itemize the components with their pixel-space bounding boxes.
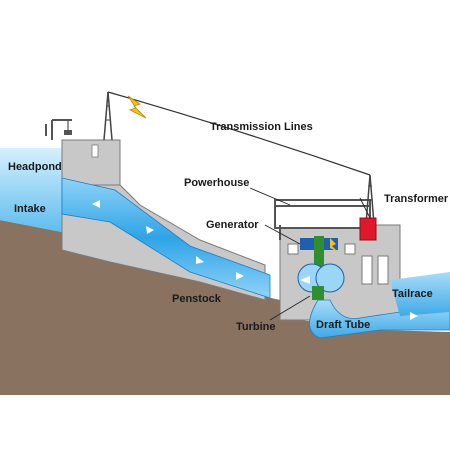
label-transmission-lines: Transmission Lines [210, 121, 313, 133]
intake-tower [61, 139, 121, 186]
transformer-unit [359, 217, 377, 241]
crane-icon [45, 119, 72, 140]
label-transformer: Transformer [384, 193, 449, 205]
label-headpond: Headpond [8, 161, 62, 173]
generator-unit [297, 236, 345, 300]
tailrace-water [390, 272, 450, 316]
leader-lines [249, 187, 371, 321]
dam-tower [103, 91, 113, 141]
label-turbine: Turbine [236, 321, 276, 333]
penstock-water [61, 177, 271, 299]
lightning-bolt-icon [127, 95, 147, 119]
label-tailrace: Tailrace [392, 288, 433, 300]
label-penstock: Penstock [172, 293, 222, 305]
headpond-water [0, 148, 62, 232]
transformer-tower [365, 174, 375, 225]
draft-tube-water [309, 299, 450, 339]
label-draft-tube: Draft Tube [316, 319, 370, 331]
label-powerhouse: Powerhouse [184, 177, 249, 189]
flow-arrow-icon [410, 312, 418, 320]
label-generator: Generator [206, 219, 259, 231]
transmission-line-cable [107, 91, 371, 176]
label-intake: Intake [14, 203, 46, 215]
ground [0, 220, 450, 395]
flow-arrow-icon [92, 200, 244, 280]
intake-window [91, 144, 99, 158]
